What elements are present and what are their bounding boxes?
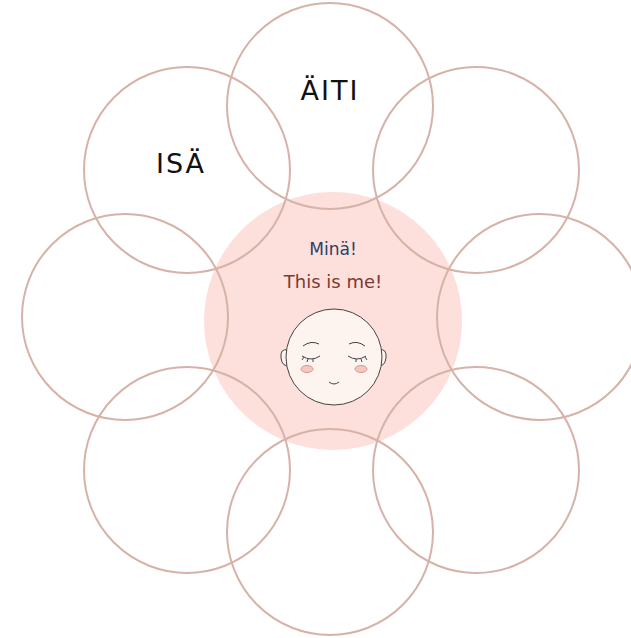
- petal-circle: [227, 429, 433, 635]
- closed-eye: [348, 356, 366, 359]
- petal-circle: [373, 67, 579, 273]
- circle-shape: [227, 3, 433, 209]
- circle-outline: [204, 192, 462, 450]
- petal-circle: [84, 367, 290, 573]
- eyebrow: [303, 342, 319, 346]
- petal-circle: [437, 214, 631, 420]
- circle-shape: [204, 192, 462, 450]
- petal-circle: [373, 367, 579, 573]
- eyebrow: [349, 342, 365, 346]
- node-label: ÄITI: [227, 73, 433, 109]
- closed-eye: [302, 356, 320, 359]
- petal-circle: [22, 214, 228, 420]
- me-circle: Minä! This is me!: [204, 192, 462, 450]
- eyelash: [302, 357, 313, 362]
- cheek: [301, 366, 313, 373]
- smile: [329, 382, 339, 384]
- mother-circle: ÄITI: [227, 3, 433, 209]
- node-subtitle: This is me!: [204, 269, 462, 295]
- cheek: [355, 366, 367, 373]
- face-illustration: [281, 309, 386, 405]
- node-label: ISÄ: [78, 146, 284, 182]
- eyelash: [356, 357, 367, 362]
- center-fill: [204, 192, 462, 450]
- node-label: Minä!: [204, 237, 462, 261]
- father-circle: ISÄ: [84, 67, 290, 273]
- face-head: [286, 309, 382, 405]
